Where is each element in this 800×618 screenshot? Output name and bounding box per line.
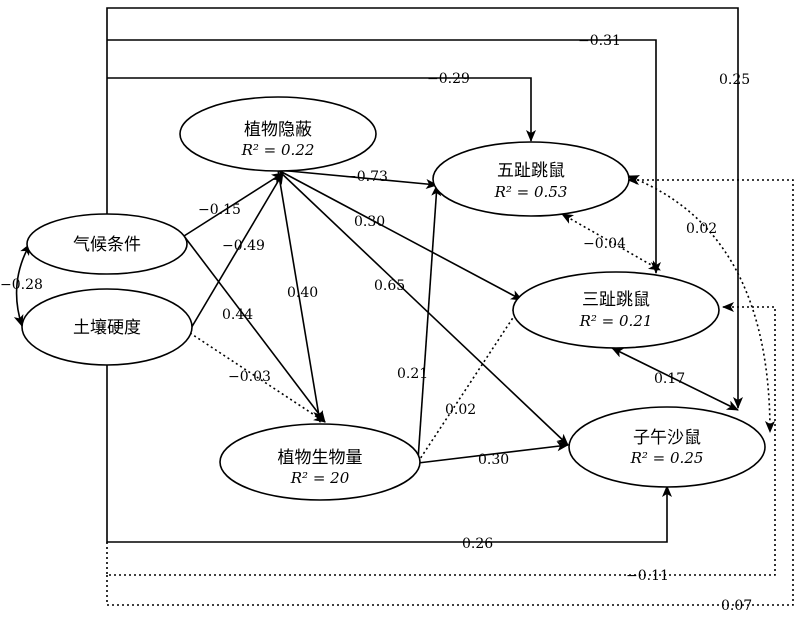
path-climate-soil [13, 243, 31, 327]
path-climate-five-top [107, 77, 536, 142]
coef-climate-gerbil-top: 0.25 [719, 72, 750, 88]
coef-climate-vegcover: −0.15 [198, 202, 241, 218]
coef-soil-biomass: −0.03 [228, 369, 271, 385]
path-biomass-five [417, 184, 442, 461]
path-vegcover-five [277, 169, 438, 189]
coef-soil-gerbil-bottom: 0.26 [462, 536, 493, 552]
coef-vegcover-five: −0.73 [345, 169, 388, 185]
node-veg-biomass-r2: R² = 20 [290, 469, 350, 487]
path-three-gerbil [611, 347, 739, 411]
coef-vegcover-gerbil: 0.65 [374, 278, 405, 294]
node-midday-gerbil-label: 子午沙鼠 [633, 428, 701, 448]
node-veg-biomass: 植物生物量 R² = 20 [219, 423, 421, 501]
coef-five-gerbil: 0.02 [686, 221, 717, 237]
path-soil-biomass [189, 332, 326, 423]
coef-climate-soil: −0.28 [0, 277, 43, 293]
path-vegcover-gerbil [277, 169, 569, 446]
path-vegcover-three [277, 169, 523, 301]
path-soil-gerbil-bottom [106, 365, 672, 543]
coef-vegcover-three: 0.30 [354, 214, 385, 230]
coef-biomass-three: 0.02 [445, 402, 476, 418]
path-soil-vegcover [189, 172, 284, 331]
node-three-toed-jerboa: 三趾跳鼠 R² = 0.21 [512, 271, 720, 349]
node-climate: 气候条件 [26, 213, 188, 275]
coef-soil-vegcover: −0.49 [222, 238, 265, 254]
node-three-toed-jerboa-r2: R² = 0.21 [579, 312, 653, 330]
coef-five-three: −0.04 [583, 236, 626, 252]
coef-climate-biomass: 0.44 [222, 307, 253, 323]
path-vegcover-biomass [277, 169, 324, 423]
node-soil: 土壤硬度 [21, 288, 193, 366]
node-midday-gerbil-r2: R² = 0.25 [630, 449, 704, 467]
node-five-toed-jerboa-label: 五趾跳鼠 [497, 161, 565, 181]
node-climate-label: 气候条件 [73, 235, 141, 255]
node-midday-gerbil: 子午沙鼠 R² = 0.25 [568, 406, 766, 488]
coef-three-gerbil: 0.17 [654, 371, 685, 387]
path-five-three [561, 213, 661, 271]
coef-biomass-gerbil: 0.30 [478, 452, 509, 468]
node-soil-label: 土壤硬度 [73, 317, 141, 338]
path-biomass-three [417, 303, 523, 463]
coef-soil-three-bottom: −0.11 [626, 568, 669, 584]
node-veg-cover-label: 植物隐蔽 [244, 120, 312, 140]
node-five-toed-jerboa: 五趾跳鼠 R² = 0.53 [432, 141, 630, 217]
coef-soil-five-bottom: 0.07 [721, 598, 752, 614]
coef-vegcover-biomass: 0.40 [287, 285, 318, 301]
node-three-toed-jerboa-label: 三趾跳鼠 [582, 290, 650, 310]
coef-climate-five-top: −0.29 [427, 71, 470, 87]
path-biomass-gerbil [417, 441, 569, 464]
node-five-toed-jerboa-r2: R² = 0.53 [494, 183, 568, 201]
node-veg-biomass-label: 植物生物量 [278, 448, 363, 468]
path-climate-vegcover [183, 172, 284, 237]
coef-climate-three-top: −0.31 [578, 33, 621, 49]
coef-biomass-five: 0.21 [397, 366, 428, 382]
node-veg-cover: 植物隐蔽 R² = 0.22 [179, 96, 377, 172]
path-climate-biomass [183, 235, 326, 423]
node-veg-cover-r2: R² = 0.22 [241, 141, 315, 159]
